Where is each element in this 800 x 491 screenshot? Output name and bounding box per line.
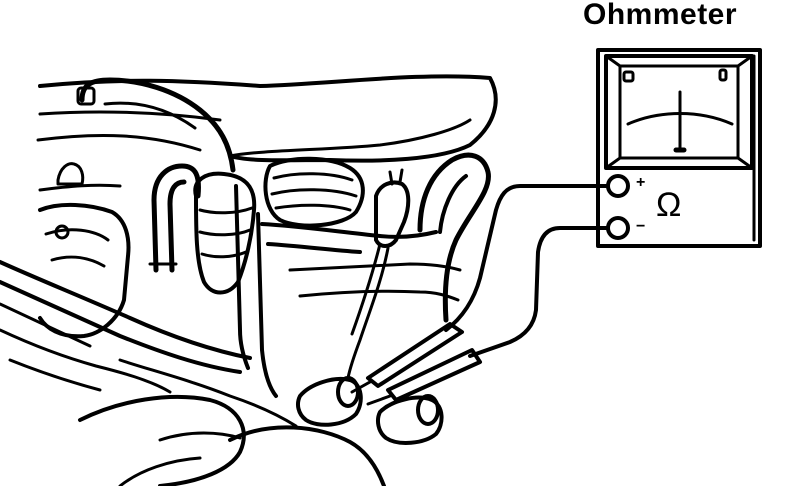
- small-cap: [56, 162, 85, 186]
- distributor-body: [263, 156, 365, 228]
- valve-body: [193, 171, 257, 295]
- center-pipe-2: [256, 212, 278, 398]
- bottom-center-edge: [158, 431, 242, 442]
- upper-vacuum-hose: [79, 77, 236, 173]
- lead-wire-minus: [468, 226, 610, 358]
- middle-hose-2: [266, 242, 362, 254]
- connector-plug-left: [296, 377, 363, 427]
- connector-plug-left-face: [336, 376, 360, 408]
- middle-hose-4: [298, 289, 460, 302]
- bottom-left-housing: [78, 394, 246, 488]
- harness-line-3: [0, 302, 92, 348]
- right-hose-arch-inner: [438, 174, 468, 234]
- vertical-hose-left-inner: [167, 179, 187, 273]
- ohmmeter-device: [596, 48, 762, 248]
- hose-fitting: [76, 86, 96, 106]
- test-leads: [350, 184, 610, 406]
- bolt-head: [54, 224, 70, 240]
- engine-bay: [0, 74, 498, 488]
- left-bracket: [38, 202, 131, 339]
- connector-plug-right-face: [416, 394, 440, 426]
- middle-hose-3: [288, 262, 462, 272]
- ohmmeter-case: [596, 48, 762, 248]
- harness-line-5: [8, 358, 102, 392]
- distributor-rings: [270, 172, 358, 212]
- lead-wire-plus: [444, 184, 610, 332]
- bottom-left-edge: [118, 456, 202, 488]
- connector-plug-right: [376, 395, 444, 445]
- frame-line-2: [36, 133, 202, 152]
- sensor-connector: [374, 180, 411, 248]
- hose-inner-line: [103, 101, 197, 130]
- sensor-wire: [346, 246, 390, 380]
- probe-minus: [386, 348, 482, 402]
- probe-minus-tip: [366, 394, 392, 406]
- terminal-minus-jack: [606, 216, 630, 240]
- air-cleaner-outline: [38, 74, 498, 163]
- valve-ribs: [198, 206, 254, 259]
- middle-hose-1: [260, 222, 438, 239]
- harness-line-1: [0, 260, 252, 360]
- harness-line-4: [0, 328, 172, 394]
- center-pipe-1: [234, 184, 250, 370]
- probe-plus-tip: [350, 380, 372, 394]
- air-cleaner-lower-edge: [228, 118, 472, 158]
- harness-line-2: [0, 280, 242, 374]
- bottom-center-housing: [228, 425, 386, 488]
- terminal-plus-jack: [606, 174, 630, 198]
- ohmmeter-label: Ohmmeter: [583, 0, 738, 31]
- left-bracket-inner: [44, 228, 110, 268]
- frame-line-1: [38, 110, 222, 122]
- frame-line-3: [38, 183, 122, 192]
- probe-plus: [366, 322, 464, 388]
- lower-rail: [118, 358, 298, 428]
- terminal-minus-label: −: [636, 218, 646, 235]
- meter-screw-left: [622, 70, 635, 83]
- terminal-plus-label: +: [636, 174, 646, 191]
- meter-screw-right: [718, 68, 728, 82]
- sensor-lead: [388, 168, 404, 186]
- meter-window-bevel: [604, 54, 754, 170]
- right-hose-arch: [417, 152, 491, 323]
- ohm-symbol: Ω: [656, 186, 682, 224]
- sensor-wire-2: [350, 242, 382, 336]
